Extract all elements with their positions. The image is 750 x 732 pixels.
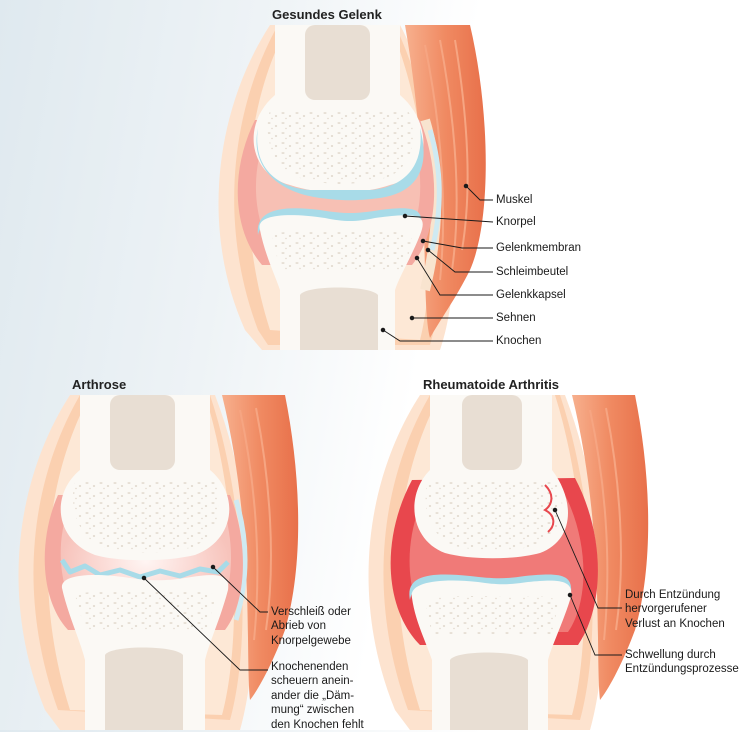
label-bone-loss: Durch Entzündung hervorgerufener Verlust… (625, 588, 743, 631)
title-arthrosis: Arthrose (72, 377, 126, 392)
title-healthy-joint: Gesundes Gelenk (272, 7, 382, 22)
label-swelling: Schwellung durch Entzündungsprozesse (625, 648, 750, 677)
label-joint-capsule: Gelenkkapsel (496, 288, 566, 302)
label-tendons: Sehnen (496, 311, 536, 325)
arthrosis-joint-drawing (19, 395, 299, 730)
label-cartilage-wear: Verschleiß oder Abrieb von Knorpelgewebe (271, 605, 371, 648)
label-synovial-membrane: Gelenkmembran (496, 241, 581, 255)
label-bursa: Schleimbeutel (496, 265, 568, 279)
label-bone-ends-rubbing: Knochenenden scheuern anein-ander die „D… (271, 660, 371, 732)
rheumatoid-joint-drawing (369, 395, 649, 730)
label-bone: Knochen (496, 334, 541, 348)
healthy-joint-drawing (219, 25, 486, 350)
title-rheumatoid-arthritis: Rheumatoide Arthritis (423, 377, 559, 392)
label-muscle: Muskel (496, 193, 532, 207)
label-cartilage: Knorpel (496, 215, 536, 229)
